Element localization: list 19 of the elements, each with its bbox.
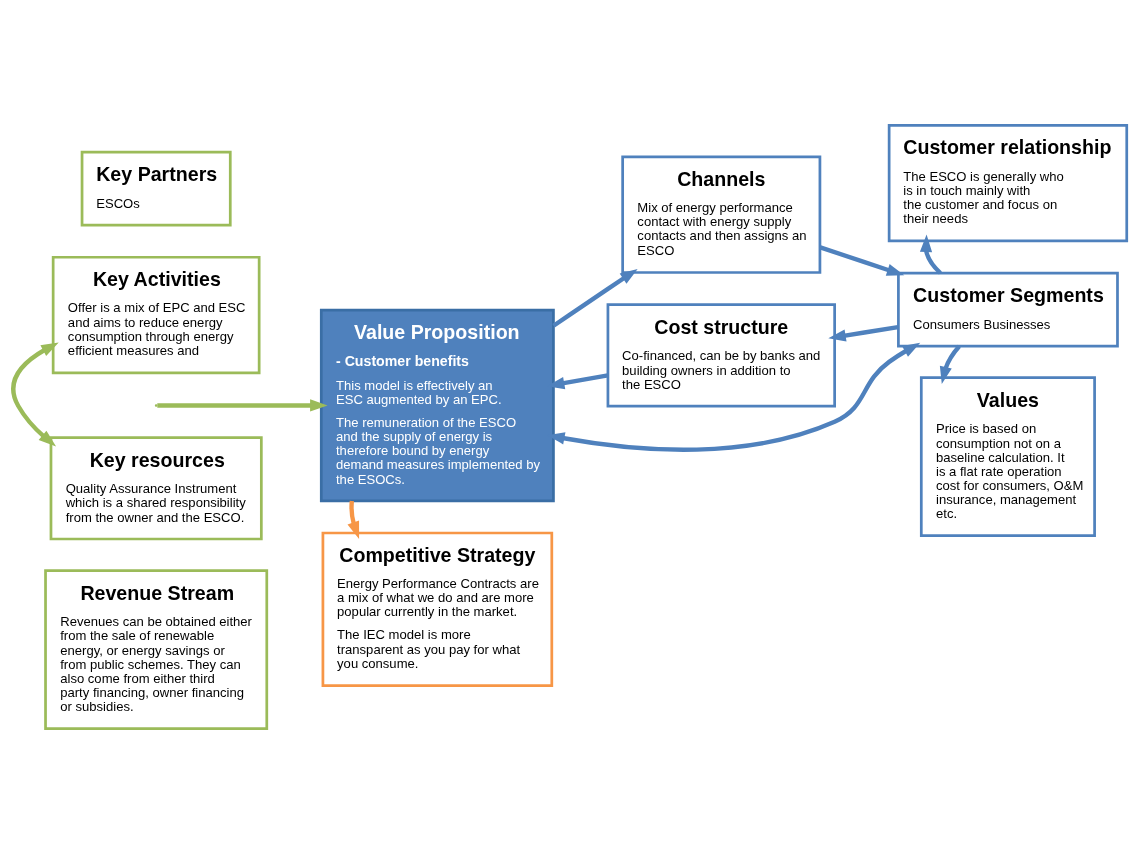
- node-box: Customer Segments Consumers Businesses: [897, 271, 1119, 348]
- node-box: Competitive Strategy Energy Performance Contracts are a mix of what we do and are more popular currently in the market. The IEC model is more transparent as you pay for what you consume.: [321, 531, 554, 687]
- node-box: Key resources Quality Assurance Instrument which is a shared responsibility from the owner and the ESCO.: [49, 436, 263, 541]
- node-box: Key Partners ESCOs: [80, 150, 232, 227]
- node-box: Customer relationship The ESCO is generally who is in touch mainly with the customer and focus on their needs: [887, 124, 1129, 243]
- arrow: [919, 234, 942, 275]
- node-box: Key Activities Offer is a mix of EPC and ESC and aims to reduce energy consumption through energy efficient measures and: [51, 255, 261, 375]
- node-box: Channels Mix of energy performance contact with energy supply contacts and then assigns an ESCO: [621, 155, 822, 274]
- arrow: [347, 500, 360, 540]
- node-box: Revenue Stream Revenues can be obtained either from the sale of renewable energy, or energy savings or from public schemes. They can also come from either third party financing, owner financing or subsidies.: [44, 569, 269, 730]
- node-box: Values Price is based on consumption not on a baseline calculation. It is a flat rate operation cost for consumers, O&M insurance, management etc.: [919, 376, 1096, 538]
- node-box: Cost structure Co-financed, can be by banks and building owners in addition to the ESCO: [606, 303, 836, 408]
- node-box: Value Proposition - Customer benefits This model is effectively an ESC augmented by an EPC. The remuneration of the ESCO and the supply of energy is therefore bound by energy demand measures implemented by the ESOCs.: [319, 308, 555, 503]
- arrow: [828, 324, 899, 342]
- arrow: [552, 268, 638, 328]
- arrow: [819, 245, 905, 276]
- arrow: [11, 342, 59, 447]
- arrow: [939, 344, 961, 385]
- arrow: [157, 399, 328, 412]
